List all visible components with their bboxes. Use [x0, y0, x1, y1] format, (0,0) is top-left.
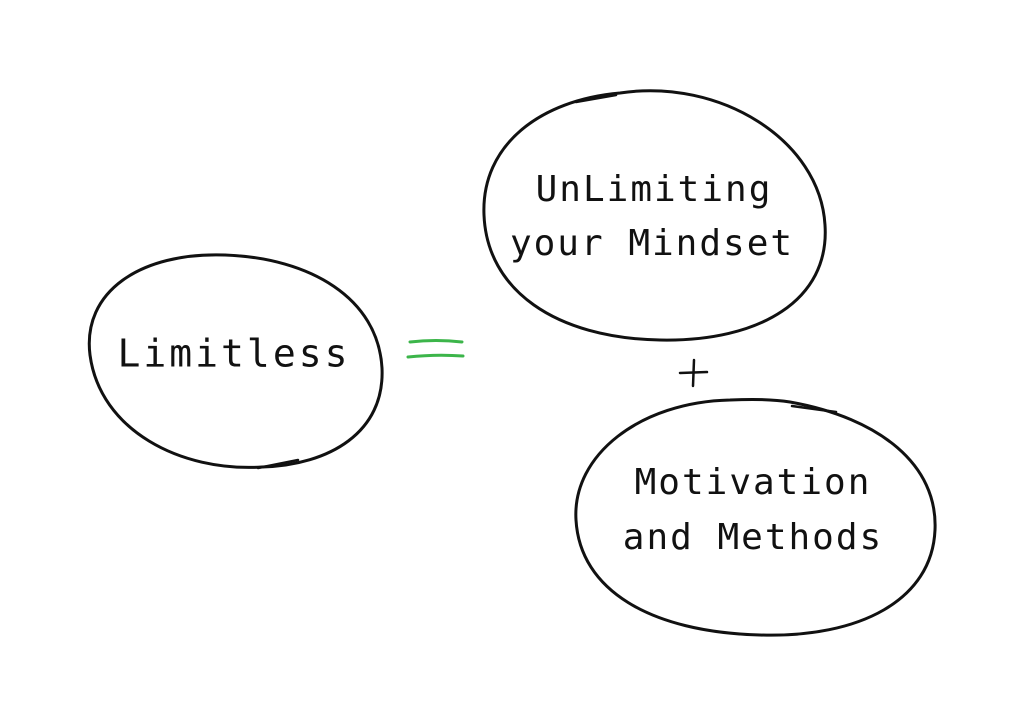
- node-motivation-label-line2: and Methods: [623, 517, 883, 558]
- node-mindset: UnLimiting your Mindset: [482, 89, 827, 342]
- plus-symbol-text: +: [0, 0, 1, 1]
- plus-sign: +: [0, 0, 709, 388]
- node-motivation: Motivation and Methods: [574, 397, 937, 637]
- node-limitless: Limitless: [87, 253, 384, 470]
- node-mindset-label-line2: your Mindset: [510, 223, 794, 264]
- node-limitless-outline: [87, 253, 384, 469]
- node-limitless-accent: [256, 458, 300, 470]
- node-mindset-accent: [574, 93, 618, 104]
- equals-symbol-text: =: [0, 0, 1, 1]
- node-mindset-outline: [482, 89, 827, 342]
- plus-vertical: [691, 358, 696, 388]
- node-limitless-label: Limitless: [118, 332, 351, 376]
- node-mindset-label-line1: UnLimiting: [536, 169, 773, 210]
- equals-sign: =: [0, 0, 465, 359]
- equals-bar-bottom: [406, 353, 465, 359]
- equals-bar-top: [408, 339, 464, 344]
- node-motivation-outline: [574, 397, 937, 637]
- node-motivation-accent: [790, 404, 838, 414]
- node-motivation-label-line1: Motivation: [635, 462, 872, 503]
